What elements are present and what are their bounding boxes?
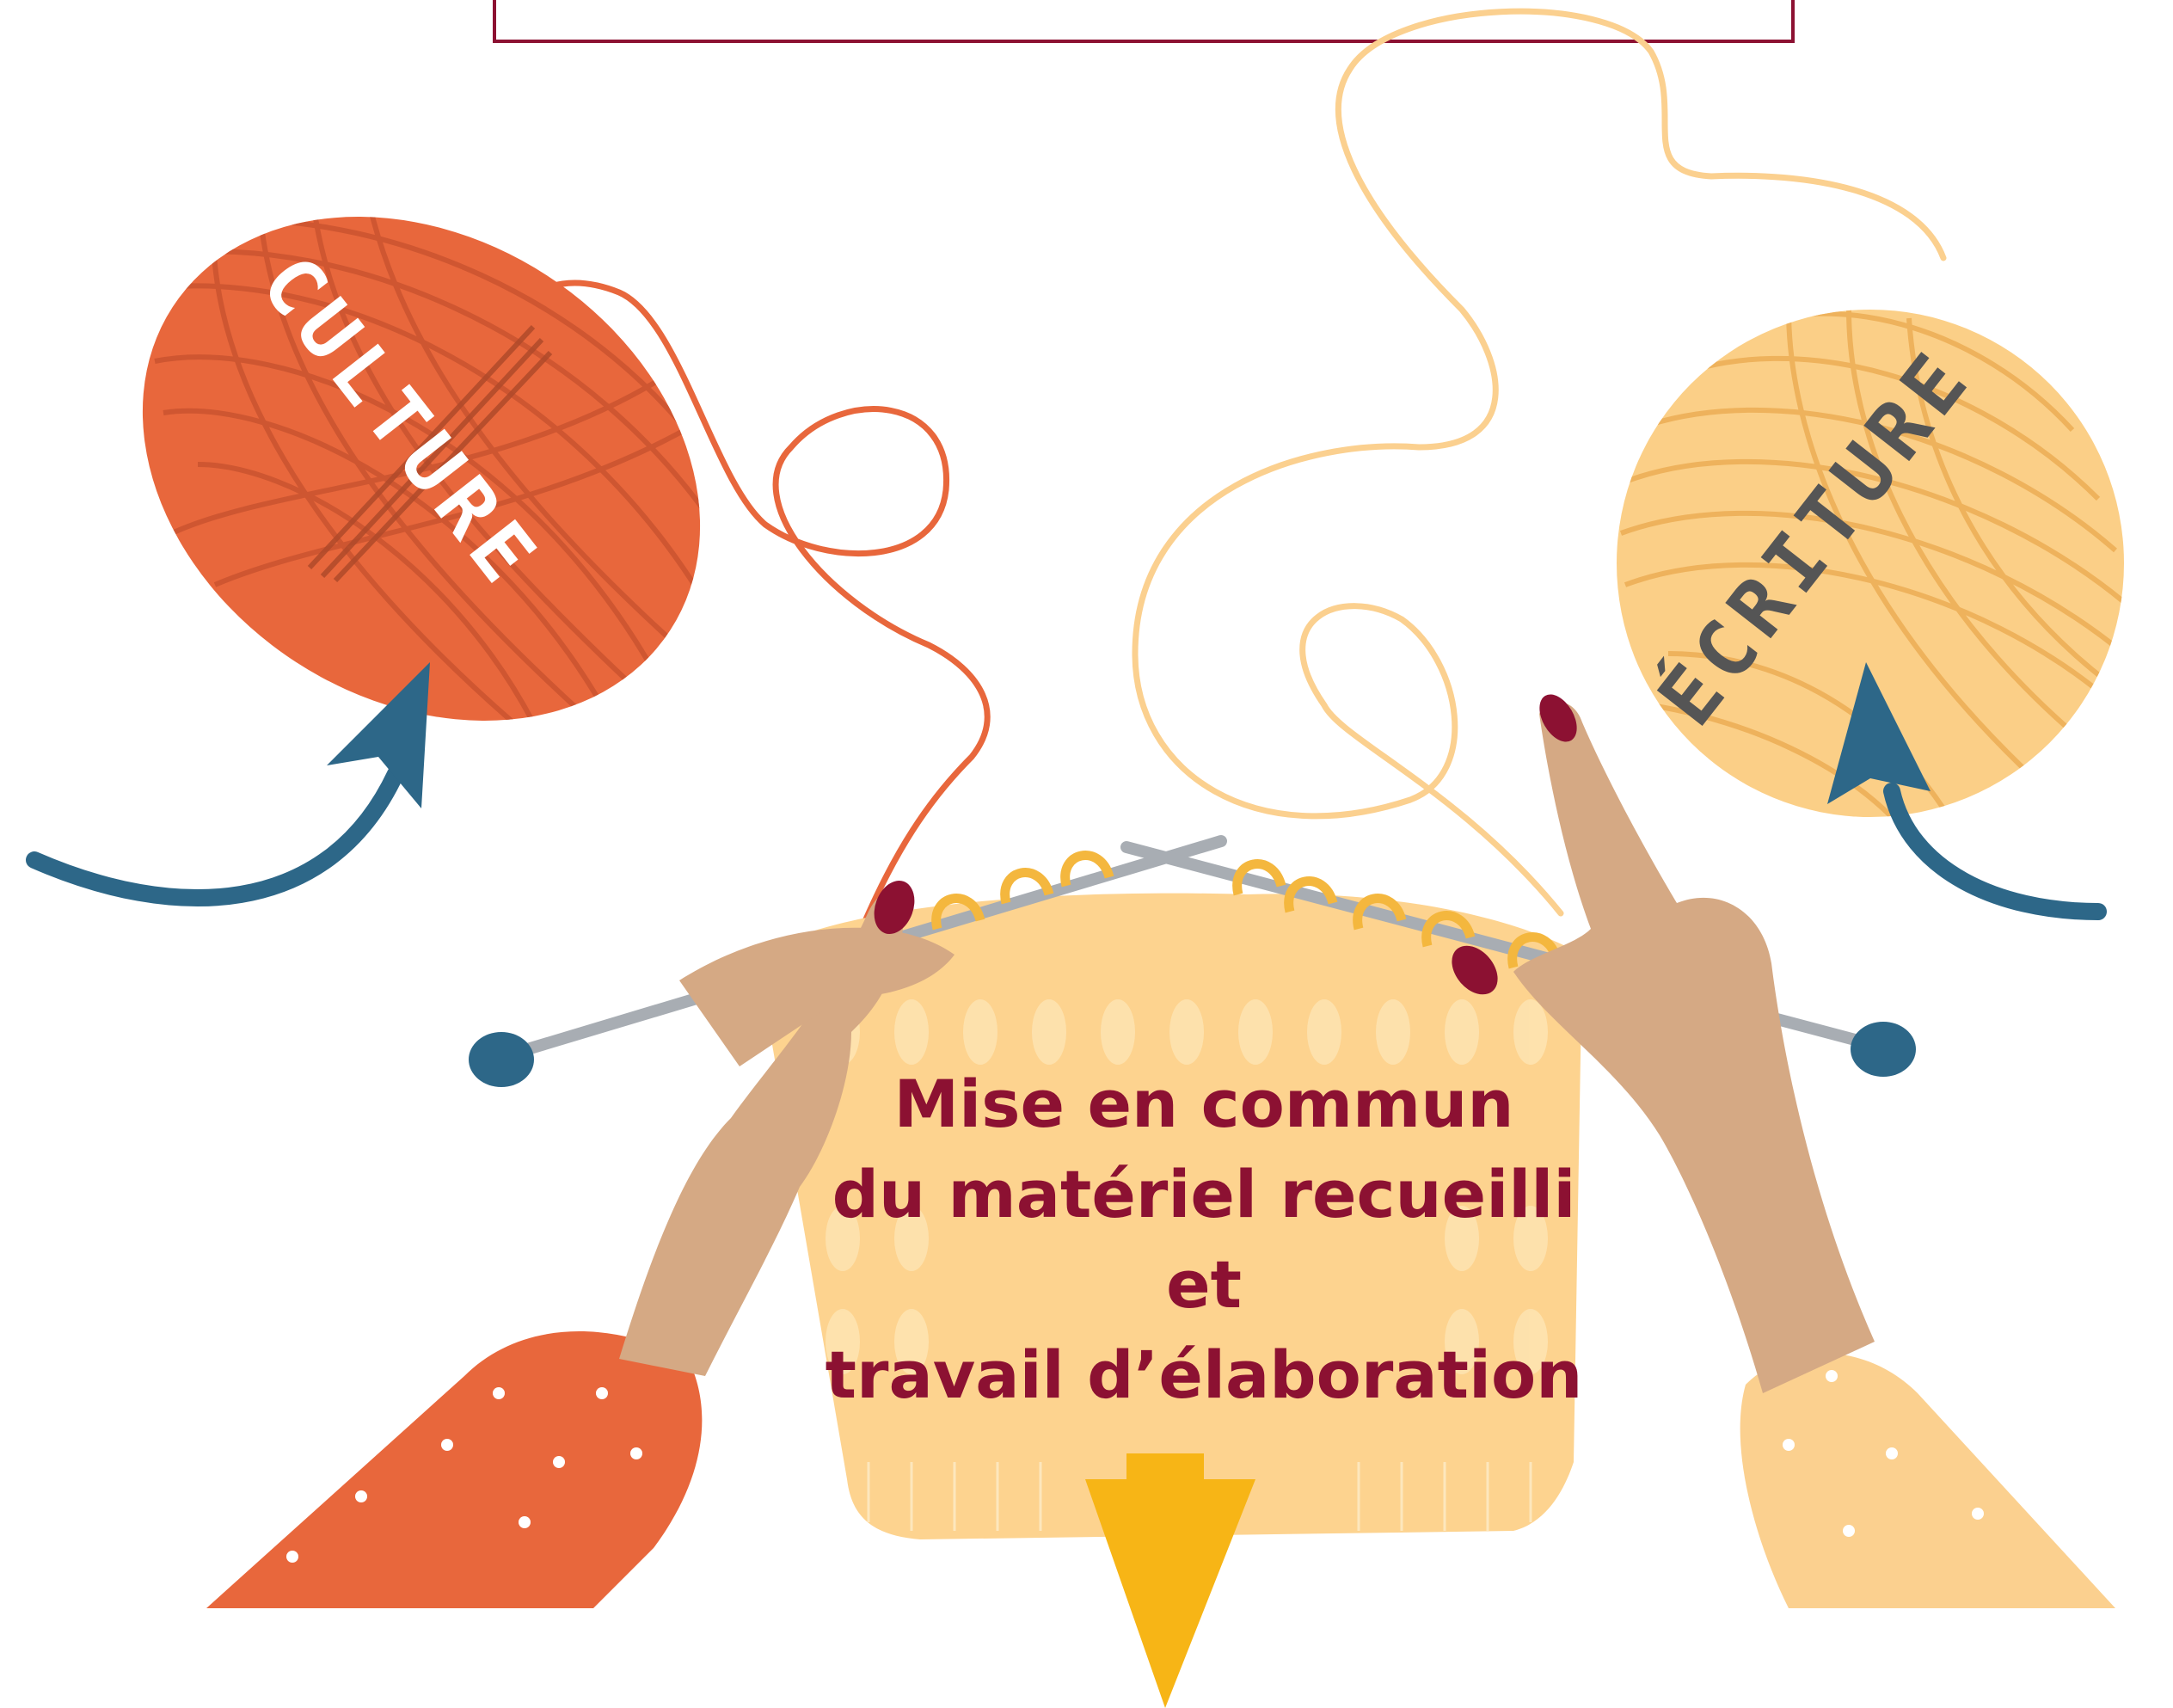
right-curved-arrow-icon [1827, 662, 2107, 920]
arrow-down-icon [1085, 1453, 1255, 1708]
caption-line-4: travail d’élaboration [826, 1336, 1583, 1413]
caption-line-2: du matériel recueilli [832, 1156, 1576, 1232]
knitted-fabric [757, 893, 1582, 1539]
caption-line-3: et [1166, 1246, 1242, 1323]
yellow-yarn-ball-icon: ÉCRITURE [1617, 310, 2124, 817]
left-curved-arrow-icon [26, 662, 430, 906]
right-hand [1452, 694, 2115, 1608]
top-frame-border [493, 0, 1795, 43]
caption: Mise en commun du matériel recueilli et … [826, 1066, 1583, 1413]
orange-yarn-ball-icon: CULTURE [128, 163, 742, 742]
caption-line-1: Mise en commun [894, 1066, 1514, 1142]
left-hand [206, 881, 955, 1608]
yellow-yarn-strand [1132, 8, 1947, 917]
orange-yarn-strand [525, 280, 991, 937]
